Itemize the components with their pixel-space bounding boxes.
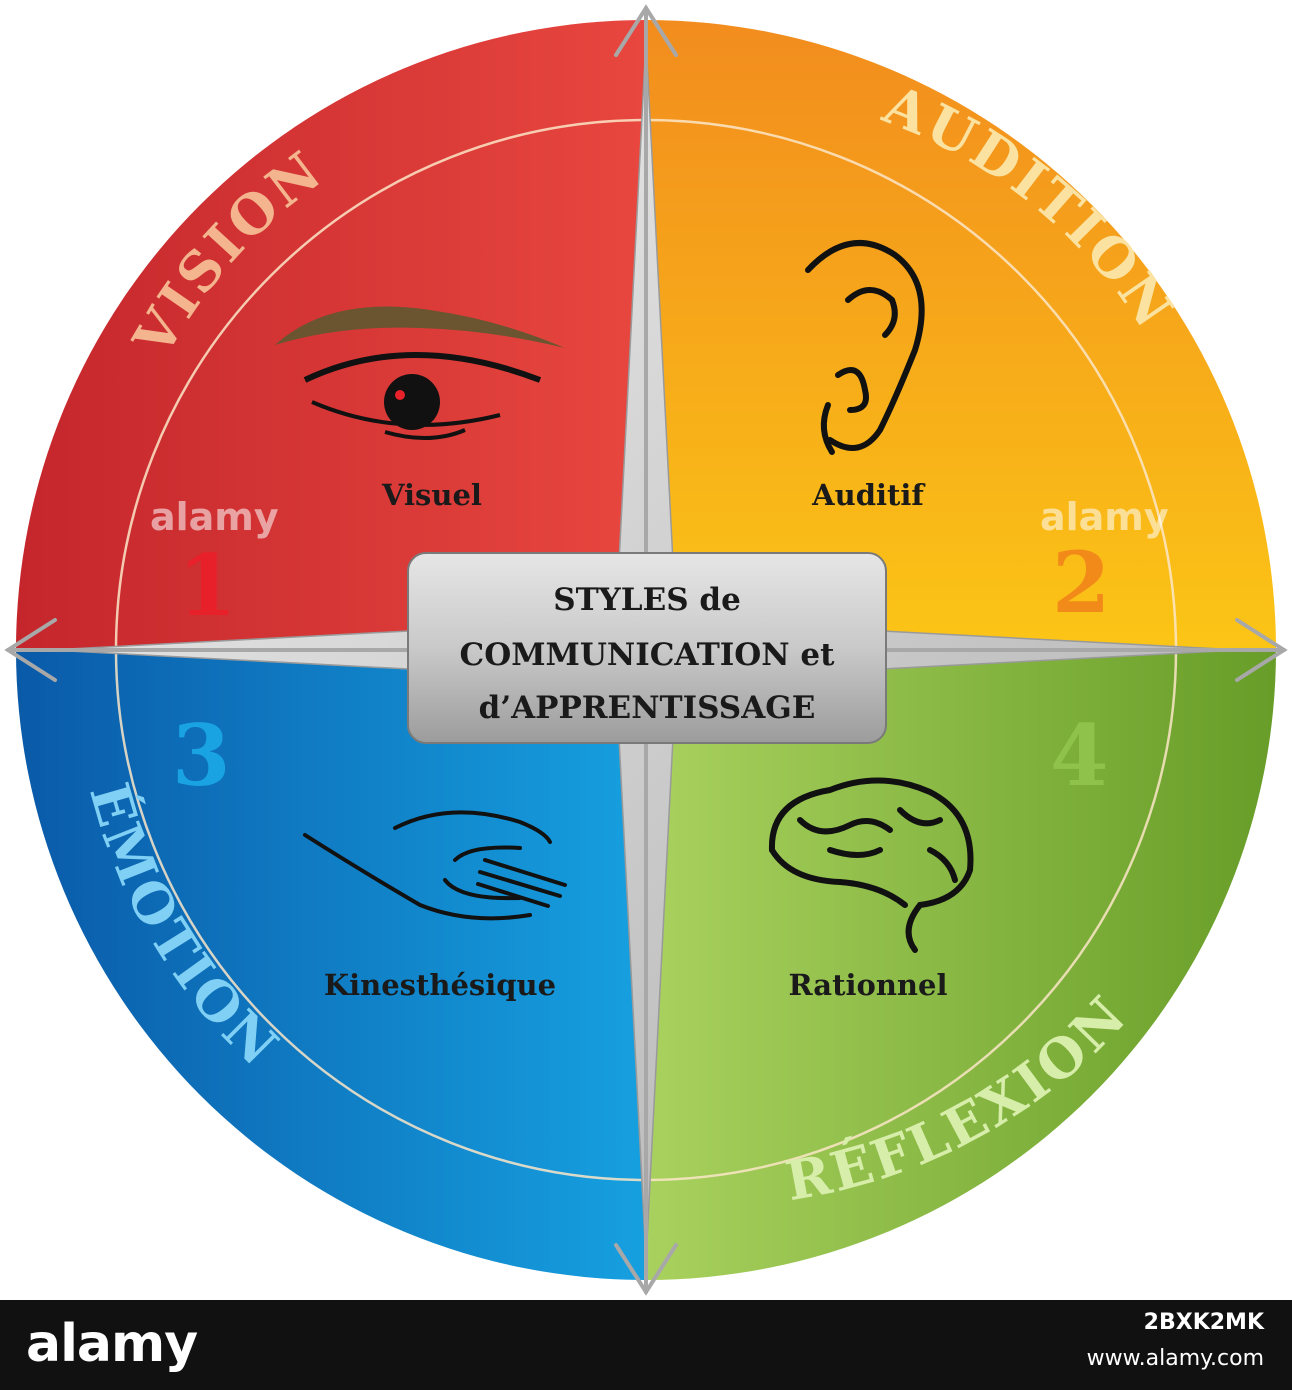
footer-url: www.alamy.com [1086,1346,1264,1371]
quadrant-number-2: 2 [1052,533,1110,632]
footer-logo: alamy [26,1314,198,1374]
center-title-line-2: COMMUNICATION et [460,637,836,673]
quadrant-auditif [646,20,1276,650]
quadrant-number-1: 1 [178,536,236,635]
center-title-line-3: d’APPRENTISSAGE [479,690,816,726]
quadrant-number-3: 3 [172,706,230,805]
ear-icon [805,240,925,455]
quadrant-number-4: 4 [1050,706,1108,805]
quadrant-visuel [16,20,646,650]
hand-icon [303,810,567,921]
watermark: alamy [1040,495,1169,539]
footer-bar: alamy 2BXK2MK www.alamy.com [0,1300,1292,1390]
style-label-rationnel: Rationnel [789,968,948,1002]
eye-icon [275,306,565,440]
watermark: alamy [150,495,279,539]
style-label-visuel: Visuel [381,478,482,512]
learning-styles-diagram: VISION AUDITION ÉMOTION RÉFLEXION alamy … [4,4,1288,1296]
quadrant-rationnel [646,650,1276,1280]
center-title-line-1: STYLES de [553,582,741,618]
style-label-kinesthesique: Kinesthésique [324,968,556,1002]
brain-icon [768,777,974,953]
footer-image-id: 2BXK2MK [1143,1310,1264,1335]
quadrant-kinesthesique [16,650,646,1280]
center-title-box: STYLES de COMMUNICATION et d’APPRENTISSA… [407,552,887,744]
style-label-auditif: Auditif [811,478,926,512]
